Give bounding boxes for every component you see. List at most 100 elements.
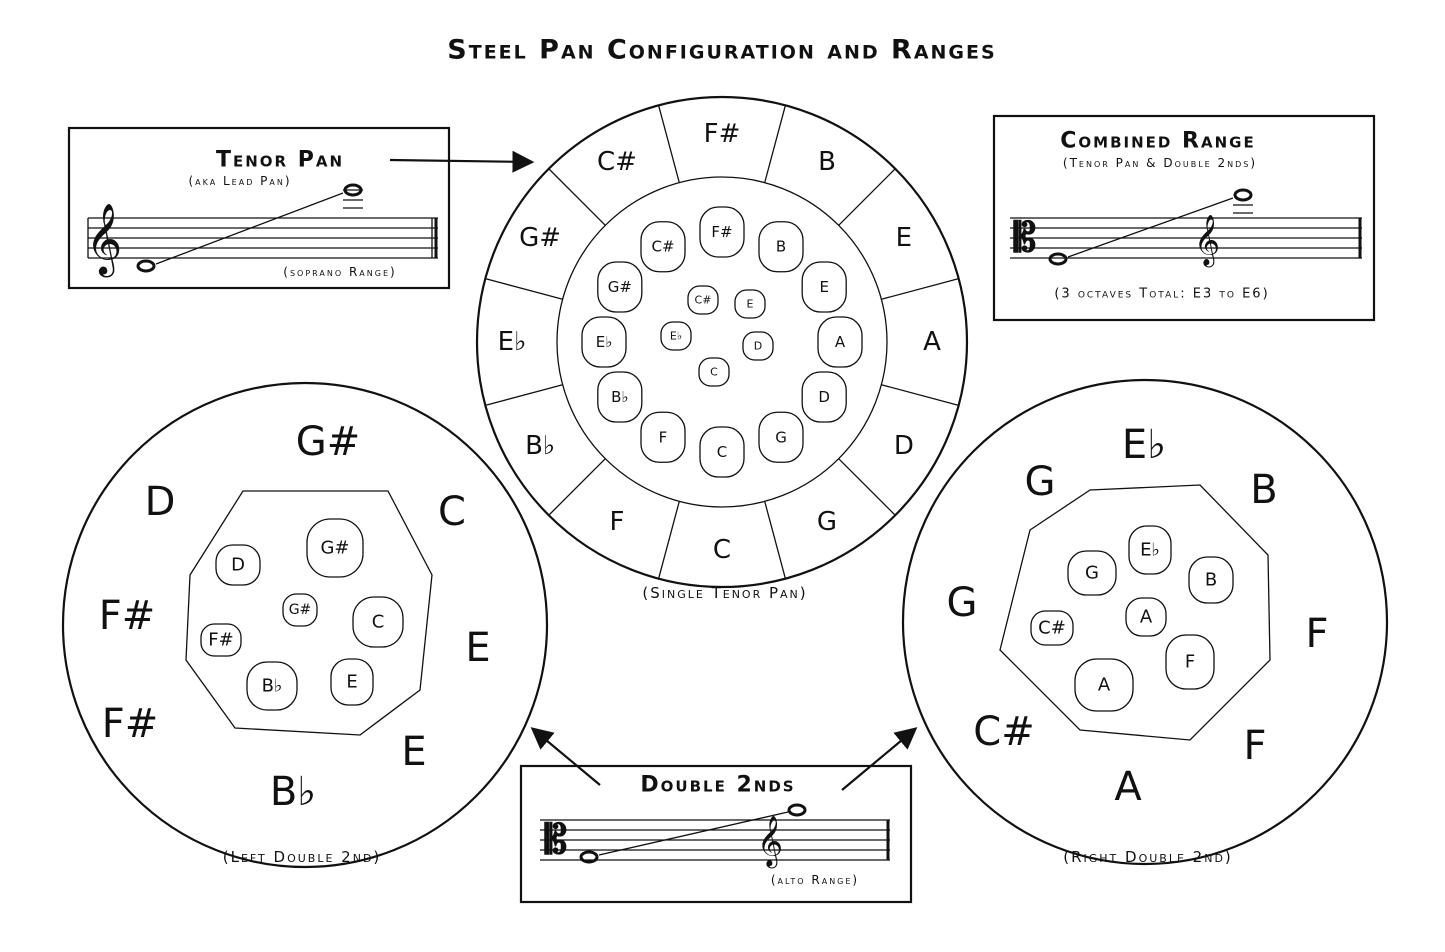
tenor-divider — [548, 168, 606, 226]
tenor-box-title: Tenor Pan — [216, 148, 344, 173]
right-arrow — [841, 727, 918, 791]
left-inner-note: G# — [282, 593, 318, 627]
left-outer-note: D — [145, 479, 176, 525]
right-inner-note-label: A — [1140, 607, 1153, 628]
tenor-outer-note-label: C — [713, 535, 731, 565]
right-outer-note-label: G — [947, 580, 978, 626]
tenor-inner-note: C — [698, 357, 730, 387]
tenor-middle-note-pad — [640, 411, 686, 463]
left-inner-note: C — [352, 596, 404, 648]
right-outer-note: G — [947, 580, 978, 626]
treble-clef-icon: 𝄞 — [757, 816, 783, 869]
left-outer-note: B♭ — [270, 769, 316, 815]
right-outer-note: G — [1025, 459, 1056, 505]
caption-single: (Single Tenor Pan) — [642, 584, 807, 602]
tenor-inner-note-pad — [734, 289, 766, 319]
left-outer-note: F# — [99, 593, 156, 639]
left-inner-note-label: C — [372, 612, 385, 633]
tenor-middle-note-pad — [597, 261, 643, 313]
tenor-middle-note-label: E♭ — [596, 333, 613, 351]
right-inner-note-label: B — [1205, 570, 1217, 591]
left-inner-note-label: G# — [320, 538, 349, 559]
tenor-outer-note-label: C# — [597, 147, 637, 177]
tenor-middle-note: B — [758, 221, 804, 273]
tenor-middle-note-pad — [581, 316, 627, 368]
left-inner-note: B♭ — [246, 661, 298, 711]
tenor-middle-note-label: B — [776, 238, 786, 256]
tenor-outer-note: B — [818, 147, 836, 177]
left-inner-note-pad — [215, 544, 261, 586]
tenor-outer-note-label: F# — [704, 119, 741, 149]
right-inner-note-pad — [1165, 634, 1215, 690]
tenor-outer-note: E♭ — [498, 327, 527, 357]
left-outer-note: C — [438, 489, 466, 535]
tenor-middle-note: G — [758, 411, 804, 463]
tenor-inner-note-label: C — [710, 366, 718, 379]
left-inner-boundary — [185, 490, 433, 736]
left-inner-note: E — [330, 658, 374, 706]
left-inner-note-label: D — [231, 555, 245, 576]
double-box-range: (alto Range) — [771, 873, 859, 887]
tenor-middle-note: B♭ — [597, 371, 643, 423]
tenor-outer-note-label: E — [896, 223, 912, 253]
tenor-divider — [764, 501, 787, 579]
left-inner-note-pad — [330, 658, 374, 706]
tenor-outer-note-label: F — [610, 507, 625, 537]
caption-right: (Right Double 2nd) — [1063, 848, 1233, 866]
tenor-box-subtitle: (aka Lead Pan) — [188, 174, 291, 188]
tenor-middle-note-label: E — [819, 278, 828, 296]
caption-left: (Left Double 2nd) — [223, 848, 382, 866]
left-inner-note: F# — [200, 623, 242, 657]
tenor-outer-note-label: G# — [519, 223, 561, 253]
page-title: Steel Pan Configuration and Ranges — [447, 35, 996, 66]
left-inner-note-label: B♭ — [262, 676, 283, 697]
left-inner-note: D — [215, 544, 261, 586]
tenor-middle-note-pad — [758, 411, 804, 463]
tenor-outer-note-label: B — [818, 147, 836, 177]
tenor-middle-note-pad — [699, 426, 745, 478]
tenor-divider — [881, 277, 959, 300]
alto-clef-icon: 𝄡 — [544, 817, 567, 863]
tenor-middle-note: E♭ — [581, 316, 627, 368]
tenor-divider — [548, 458, 606, 516]
combined-box-title: Combined Range — [1060, 129, 1255, 154]
tenor-inner-note: E — [734, 289, 766, 319]
tenor-divider — [485, 277, 563, 300]
right-inner-note-pad — [1030, 610, 1074, 646]
right-double-rim — [901, 378, 1389, 866]
tenor-outer-note-label: G — [817, 507, 837, 537]
tenor-divider — [764, 105, 787, 183]
right-inner-note-label: F — [1185, 652, 1195, 673]
left-outer-note: E — [401, 729, 426, 775]
tenor-middle-note-pad — [817, 316, 863, 368]
tenor-middle-note-label: A — [835, 333, 846, 351]
right-inner-note-label: A — [1098, 675, 1111, 696]
left-outer-note-label: F# — [99, 593, 156, 639]
left-arrow — [530, 727, 601, 786]
combined-staff: 𝄡 𝄞 — [1010, 188, 1362, 268]
tenor-middle-note-label: G# — [608, 278, 632, 296]
left-inner-note-pad — [200, 623, 242, 657]
right-inner-note: C# — [1030, 610, 1074, 646]
tenor-middle-note-label: F — [659, 428, 668, 446]
tenor-inner-note: E♭ — [660, 321, 692, 351]
tenor-outer-note-label: D — [894, 431, 914, 461]
tenor-inner-note-label: D — [754, 340, 762, 353]
tenor-pan-box: Tenor Pan (aka Lead Pan) 𝄞 (soprano Rang… — [67, 126, 451, 290]
combined-box-total: (3 octaves Total: E3 to E6) — [1054, 287, 1269, 302]
tenor-divider — [657, 501, 680, 579]
tenor-inner-note-label: E♭ — [670, 330, 682, 343]
tenor-outer-note: B♭ — [525, 431, 555, 461]
tenor-middle-note-pad — [801, 261, 847, 313]
tenor-inner-note-pad — [698, 357, 730, 387]
right-inner-note-label: G — [1085, 563, 1099, 584]
tenor-inner-note-label: E — [747, 298, 754, 311]
left-outer-note-label: E — [401, 729, 426, 775]
left-inner-note-pad — [306, 518, 364, 578]
tenor-arrow — [389, 150, 535, 173]
tenor-outer-note: C# — [597, 147, 637, 177]
tenor-staff: 𝄞 — [86, 183, 438, 278]
right-inner-note-pad — [1067, 550, 1117, 596]
right-outer-note: F — [1305, 611, 1328, 657]
